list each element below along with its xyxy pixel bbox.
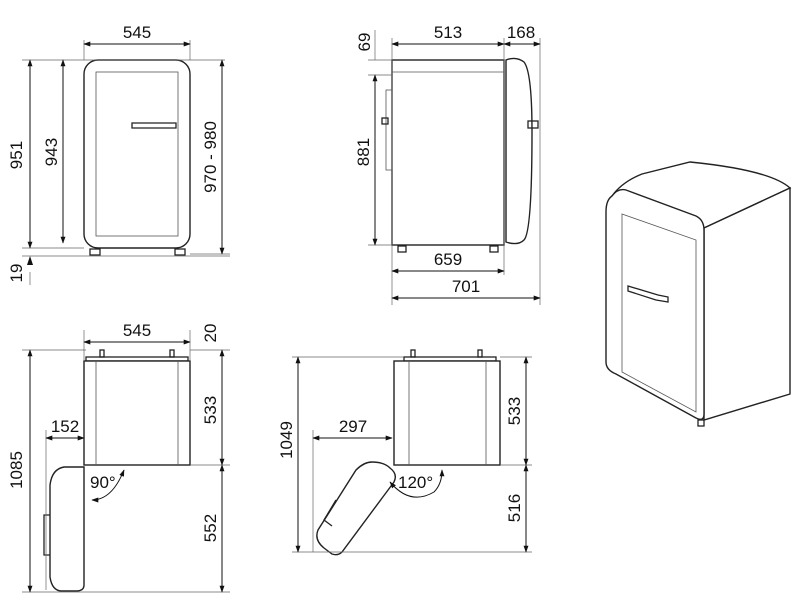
foot	[397, 245, 407, 253]
dim-door-depth: 168	[507, 23, 535, 42]
angle-label: 120°	[398, 473, 433, 492]
dim-total: 1049	[277, 421, 296, 459]
dim-depth-body: 513	[434, 23, 462, 42]
dim-height: 881	[354, 138, 373, 166]
door-handle	[527, 120, 539, 129]
door-open-120	[316, 461, 397, 556]
foot	[697, 419, 705, 427]
foot	[174, 248, 186, 256]
top-view-door-120: 1049 297 533 516 120°	[277, 349, 532, 556]
fridge-front-body	[83, 59, 191, 249]
top-view-door-90: 545 20 533 552 1085 152 90°	[7, 321, 230, 593]
fridge-top	[610, 161, 792, 229]
dim-foot: 19	[7, 264, 26, 283]
front-view: 545 951 943 970 - 980 19	[7, 23, 230, 285]
dim-height-body: 943	[42, 138, 61, 166]
fridge-top-body	[393, 360, 501, 466]
dim-depth-total: 701	[452, 277, 480, 296]
dim-depth: 533	[505, 397, 524, 425]
door-handle	[627, 285, 669, 303]
dim-height-adjustable: 970 - 980	[201, 121, 220, 193]
fridge-top-body	[83, 360, 191, 466]
fridge-front-door	[605, 188, 705, 421]
foot	[89, 248, 101, 256]
door-side	[505, 57, 533, 245]
foot	[489, 245, 499, 253]
door-panel	[95, 71, 179, 237]
fridge-side	[703, 186, 791, 421]
door-handle	[131, 122, 177, 129]
dim-door-swing: 552	[201, 514, 220, 542]
dim-depth-feet: 659	[434, 250, 462, 269]
dim-door-swing: 516	[505, 494, 524, 522]
angle-arc	[389, 469, 445, 498]
fridge-side-body	[391, 59, 505, 246]
angle-arc	[91, 469, 125, 503]
side-view: 513 168 69 881 659 701	[354, 23, 541, 305]
dim-height-total: 951	[7, 141, 26, 169]
dim-depth: 533	[201, 396, 220, 424]
dim-door-offset: 297	[339, 417, 367, 436]
perspective-view	[605, 161, 792, 427]
dim-width: 545	[123, 23, 151, 42]
door-open-90	[49, 466, 85, 592]
dim-top-offset: 69	[355, 33, 374, 52]
dim-door-offset: 152	[51, 417, 79, 436]
dim-rear-offset: 20	[201, 324, 220, 343]
angle-label: 90°	[90, 473, 116, 492]
dim-width: 545	[123, 321, 151, 340]
dim-total: 1085	[7, 451, 26, 489]
